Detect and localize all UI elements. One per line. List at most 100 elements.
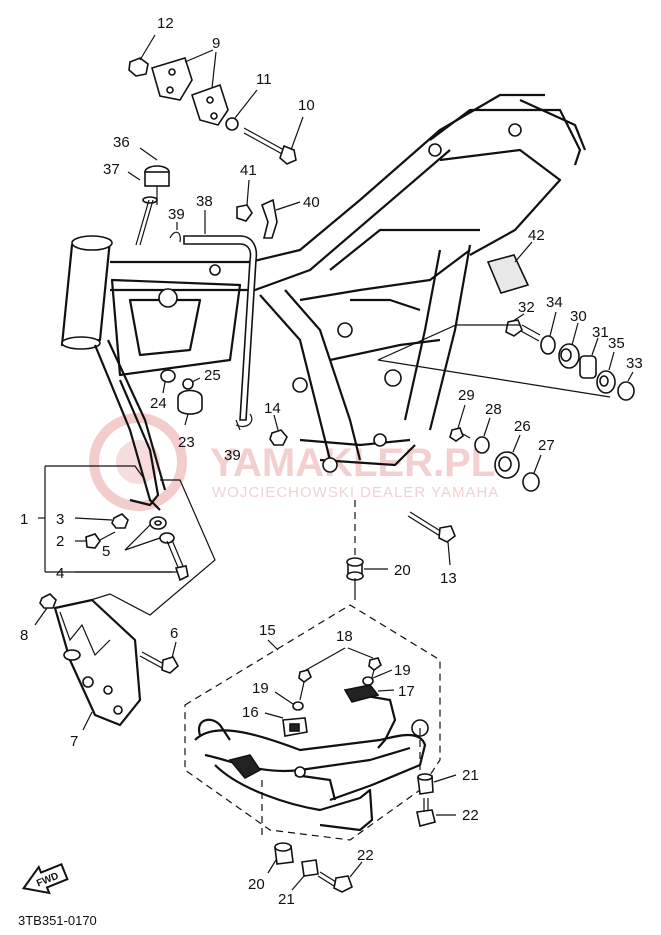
callout-29: 29 [458, 387, 475, 404]
part-30-damper: 30 [558, 308, 587, 369]
part-39-clip-upper: 39 [168, 206, 185, 243]
callout-14: 14 [264, 400, 281, 417]
callout-10: 10 [298, 97, 315, 114]
callout-21-right: 21 [462, 767, 479, 784]
callout-34: 34 [546, 294, 563, 311]
part-38-breather-hose: 38 [183, 193, 258, 421]
callout-9: 9 [212, 35, 220, 52]
callout-11: 11 [256, 71, 272, 88]
part-42-pad: 42 [486, 227, 545, 294]
part-32-bolt: 32 [505, 299, 541, 342]
callout-16: 16 [242, 704, 259, 721]
callout-23: 23 [178, 434, 195, 451]
callout-25: 25 [204, 367, 221, 384]
part-5-washers: 5 [102, 516, 175, 560]
part-20-damper-upper: 20 [346, 557, 411, 581]
callout-32: 32 [518, 299, 535, 316]
callout-6: 6 [170, 625, 178, 642]
part-40-bracket: 40 [261, 194, 320, 239]
part-6-bolt: 6 [139, 625, 180, 674]
callout-22-right: 22 [462, 807, 479, 824]
part-23-clamp: 23 [177, 389, 203, 451]
part-34-washer: 34 [540, 294, 563, 355]
watermark: YAMAKLER.PL WOJCIECHOWSKI DEALER YAMAHA [89, 413, 498, 511]
callout-42: 42 [528, 227, 545, 244]
callout-3: 3 [56, 511, 64, 528]
part-19-nut-right: 19 [362, 662, 411, 686]
callout-24: 24 [150, 395, 167, 412]
callout-31: 31 [592, 324, 609, 341]
callout-8: 8 [20, 627, 28, 644]
callout-12: 12 [157, 15, 174, 32]
part-24-washer: 24 [150, 369, 176, 412]
callout-20-upper: 20 [394, 562, 411, 579]
engine-guard [194, 693, 429, 832]
forward-arrow-icon: FWD [21, 863, 69, 895]
callout-37: 37 [103, 161, 120, 178]
part-22-bolt-right: 22 [416, 798, 479, 827]
part-3-nut: 3 [56, 511, 129, 529]
part-31-collar: 31 [579, 324, 609, 379]
callout-28: 28 [485, 401, 502, 418]
part-9-engine-brackets: 9 [151, 35, 229, 126]
part-2-bolt: 2 [56, 531, 116, 550]
callout-35: 35 [608, 335, 625, 352]
part-39-clip-lower: 39 [224, 413, 253, 464]
callout-15: 15 [259, 622, 276, 639]
group-15-leader [267, 639, 279, 651]
part-7-skid-plate: 7 [53, 598, 142, 750]
part-18-bolts: 18 [298, 628, 382, 701]
callout-19-right: 19 [394, 662, 411, 679]
part-26-damper: 26 [494, 418, 531, 479]
part-16-bracket: 16 [242, 704, 308, 737]
part-14-nut: 14 [264, 400, 288, 446]
callout-26: 26 [514, 418, 531, 435]
part-22-bolt-lower: 22 [317, 847, 374, 893]
callout-17: 17 [398, 683, 415, 700]
part-21-collar-right: 21 [417, 767, 479, 795]
group-15-outline [184, 604, 441, 841]
part-21-collar-lower: 21 [278, 859, 319, 908]
part-27-collar: 27 [522, 437, 555, 492]
skid-plate-leader [77, 479, 216, 616]
part-33-nut: 33 [617, 355, 643, 401]
part-19-nut-left: 19 [252, 680, 304, 711]
main-frame [60, 93, 587, 511]
callout-4: 4 [56, 565, 64, 582]
callout-20-lower: 20 [248, 876, 265, 893]
callout-39-upper: 39 [168, 206, 185, 223]
callout-1: 1 [20, 511, 28, 528]
callout-21-lower: 21 [278, 891, 295, 908]
callout-22-lower: 22 [357, 847, 374, 864]
callout-27: 27 [538, 437, 555, 454]
diagram-code: 3TB351-0170 [18, 913, 97, 928]
rear-mount-leader [377, 324, 611, 398]
part-13-bolt: 13 [407, 511, 457, 587]
callout-36: 36 [113, 134, 130, 151]
part-25-collar: 25 [182, 367, 221, 390]
callout-30: 30 [570, 308, 587, 325]
part-10-bolt: 10 [243, 97, 315, 165]
callout-33: 33 [626, 355, 643, 372]
callout-7: 7 [70, 733, 78, 750]
callout-40: 40 [303, 194, 320, 211]
part-37-dipstick: 37 [103, 161, 158, 246]
callout-39-lower: 39 [224, 447, 241, 464]
part-35-damper: 35 [596, 335, 625, 394]
callout-19-left: 19 [252, 680, 269, 697]
callout-13: 13 [440, 570, 457, 587]
callout-2: 2 [56, 533, 64, 550]
part-17-bracket: 17 [343, 683, 415, 703]
part-36-oil-filler-cap: 36 [113, 134, 170, 205]
part-8-nut: 8 [20, 593, 57, 644]
callout-18: 18 [336, 628, 353, 645]
part-4-bolt: 4 [56, 539, 189, 582]
part-28-washer: 28 [474, 401, 502, 454]
part-29-bolt: 29 [449, 387, 475, 442]
part-11-washer: 11 [225, 71, 272, 131]
callout-41: 41 [240, 162, 257, 179]
part-41-bolt: 41 [236, 162, 257, 222]
callout-5: 5 [102, 543, 110, 560]
callout-38: 38 [196, 193, 213, 210]
